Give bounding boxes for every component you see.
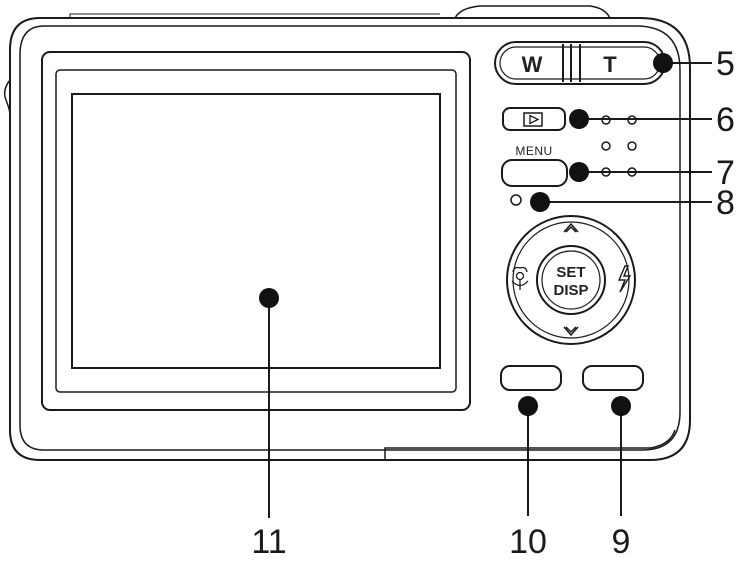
callout-5: 5 bbox=[716, 45, 735, 83]
menu-label: MENU bbox=[515, 144, 552, 158]
callout-8: 8 bbox=[716, 184, 735, 222]
zoom-tele-label: T bbox=[603, 52, 617, 77]
callout-9: 9 bbox=[612, 523, 631, 561]
flash-bolt-icon[interactable] bbox=[617, 265, 632, 293]
callout-7: 7 bbox=[716, 154, 735, 192]
speaker-grille bbox=[601, 115, 637, 177]
play-triangle-icon bbox=[529, 114, 540, 125]
navigation-pad[interactable] bbox=[506, 215, 636, 345]
down-arrow-icon[interactable] bbox=[563, 326, 579, 337]
callout-6: 6 bbox=[716, 101, 735, 139]
led-indicator bbox=[510, 194, 522, 206]
callout-11: 11 bbox=[251, 523, 286, 561]
playback-button[interactable] bbox=[502, 107, 566, 131]
up-arrow-icon[interactable] bbox=[563, 222, 579, 233]
zoom-rocker[interactable]: W T bbox=[494, 41, 666, 85]
callout-lines bbox=[268, 62, 712, 518]
disp-label: DISP bbox=[553, 282, 588, 299]
camera-body bbox=[3, 5, 691, 461]
menu-button[interactable]: MENU bbox=[501, 144, 568, 187]
zoom-wide-label: W bbox=[522, 52, 543, 77]
lcd-screen bbox=[41, 51, 471, 411]
set-label: SET bbox=[556, 264, 585, 281]
callout-dots bbox=[259, 53, 673, 416]
function-button-right[interactable] bbox=[582, 365, 644, 391]
macro-flower-icon[interactable] bbox=[511, 266, 529, 291]
callout-10: 10 bbox=[509, 523, 547, 561]
function-button-left[interactable] bbox=[500, 365, 562, 391]
set-disp-button[interactable]: SET DISP bbox=[553, 264, 588, 299]
